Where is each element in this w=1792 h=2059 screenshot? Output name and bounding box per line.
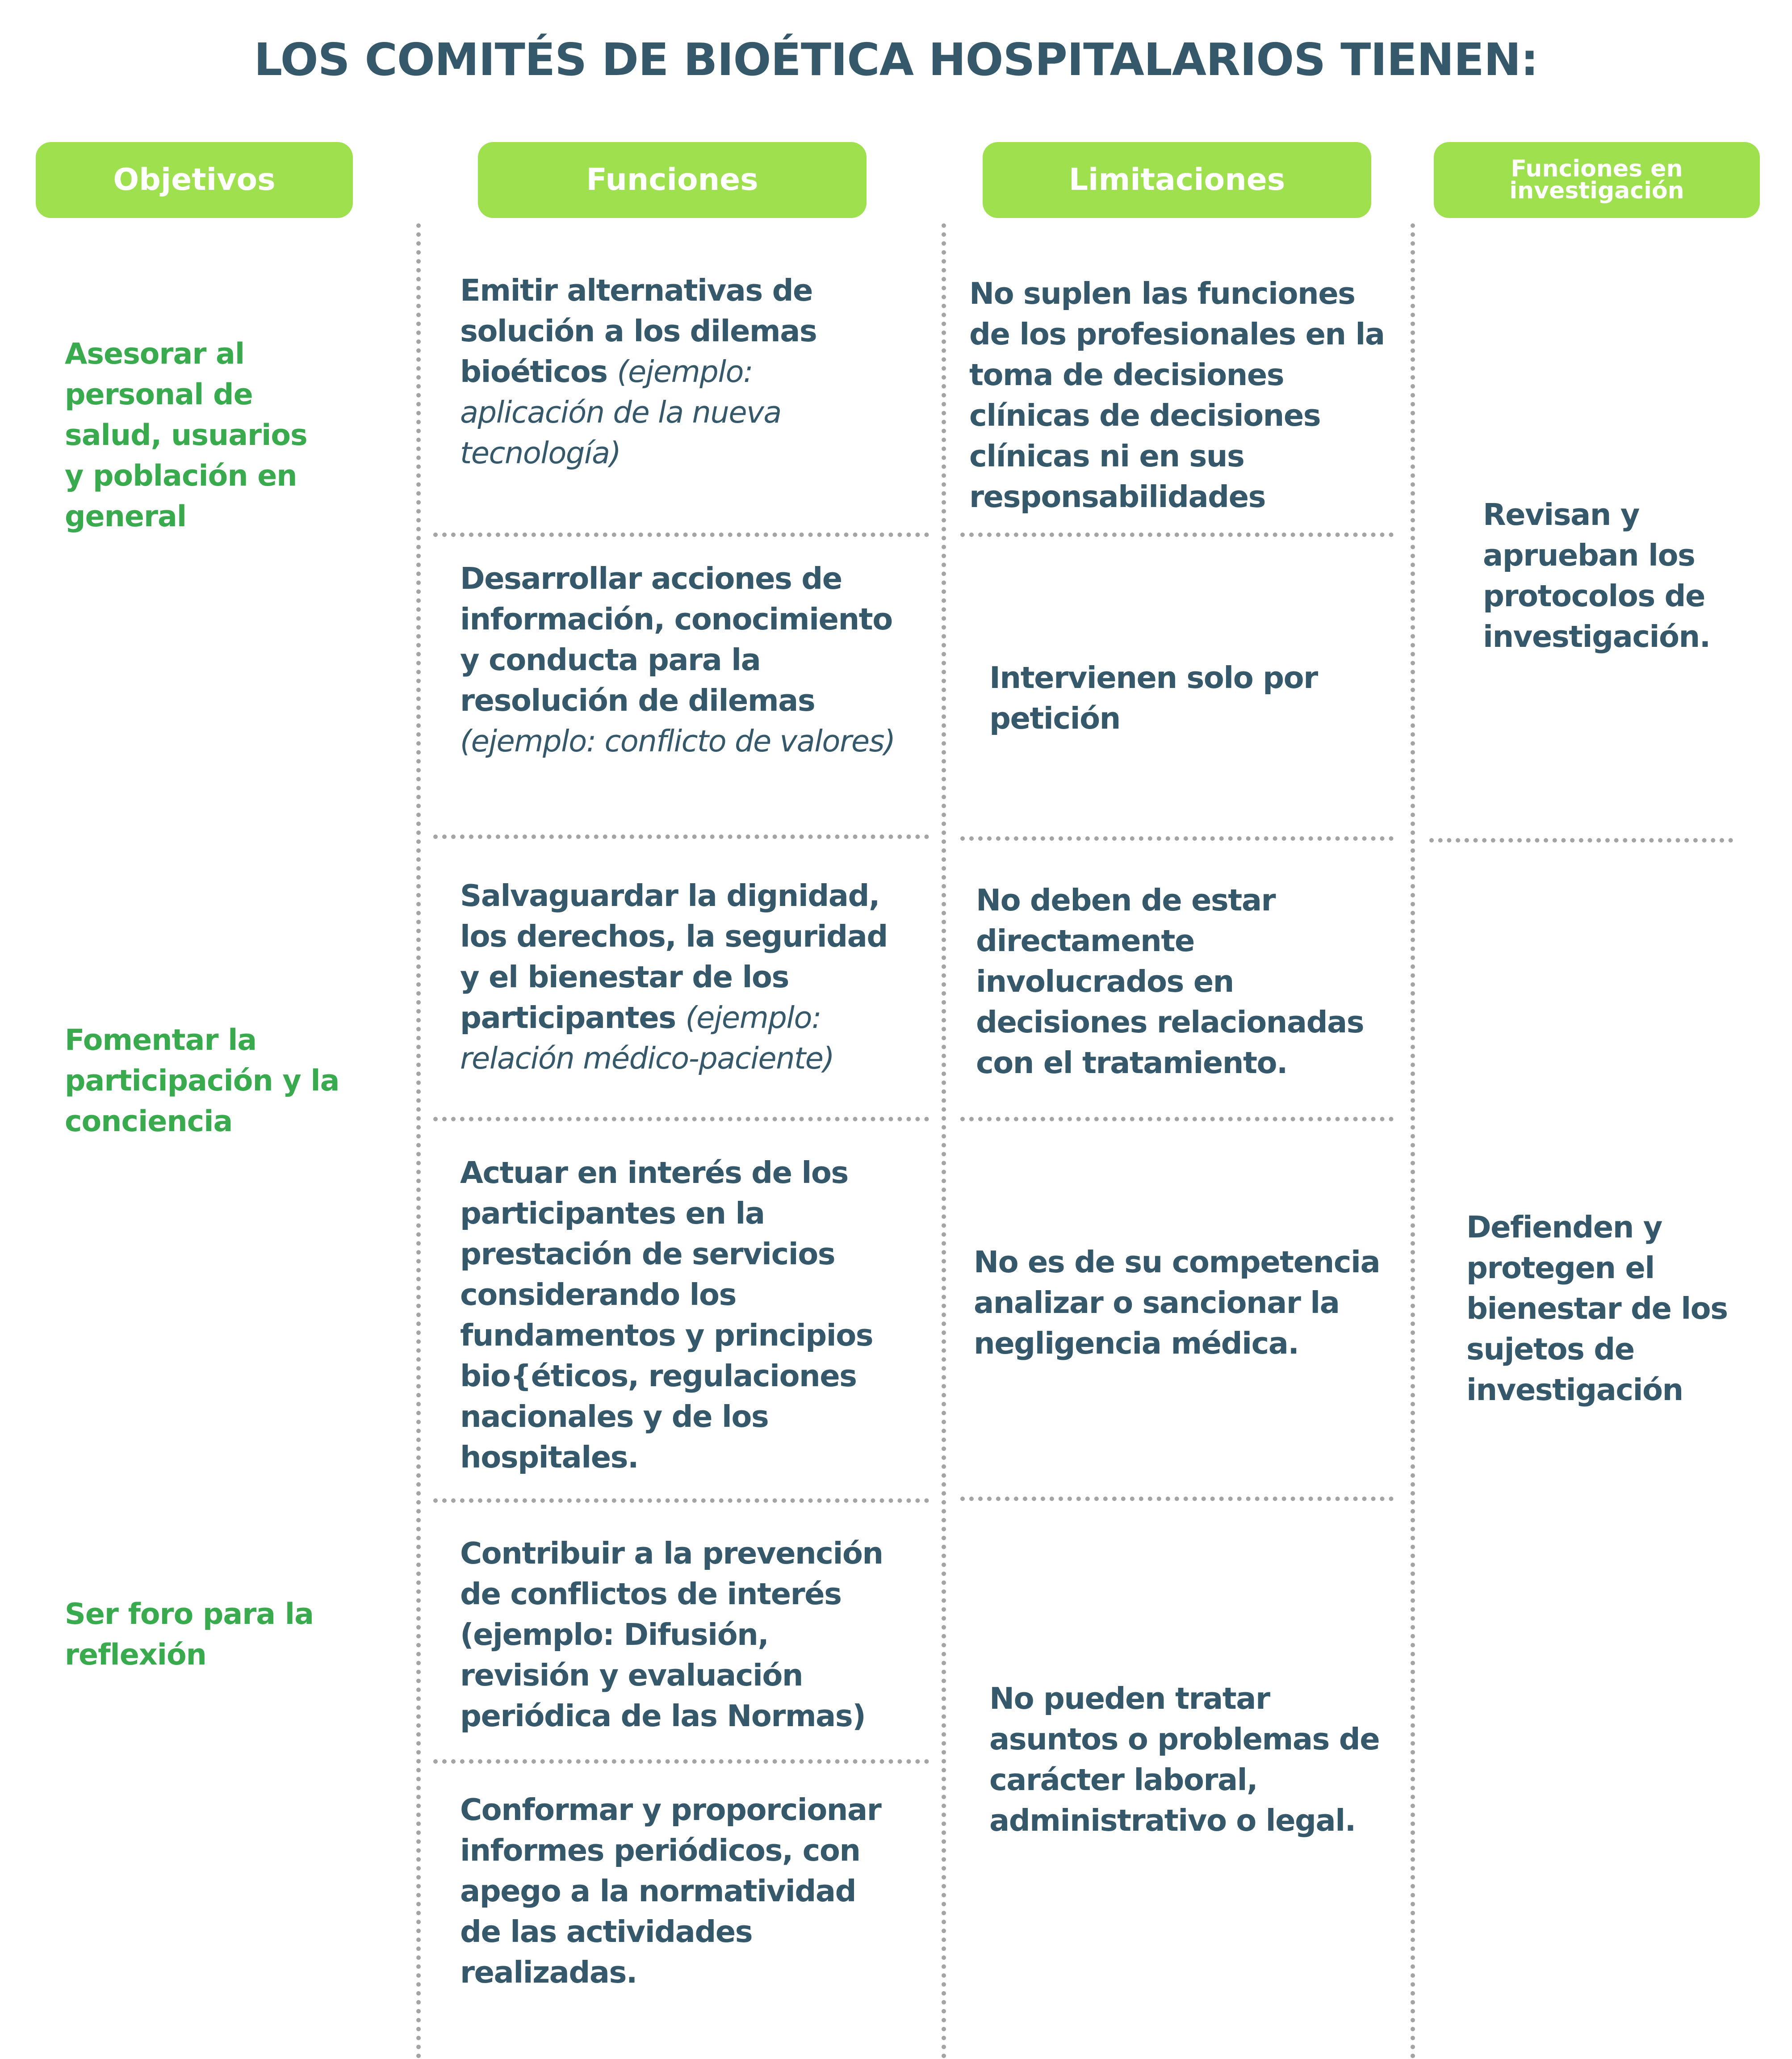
- function-item: Conformar y proporcionar informes periód…: [460, 1792, 882, 1990]
- header-objetivos: Objetivos: [36, 142, 353, 218]
- column-divider: [416, 223, 421, 2059]
- page-title: LOS COMITÉS DE BIOÉTICA HOSPITALARIOS TI…: [254, 34, 1538, 86]
- objective-item: Asesorar al personal de salud, usuarios …: [65, 337, 308, 533]
- limitation-item: No es de su competencia analizar o sanci…: [974, 1245, 1381, 1361]
- research-function-item: Defienden y protegen el bienestar de los…: [1466, 1210, 1728, 1407]
- column-divider: [1411, 223, 1415, 2059]
- objective-item: Ser foro para la reflexión: [65, 1598, 314, 1672]
- header-limitaciones: Limitaciones: [983, 142, 1371, 218]
- function-example: (ejemplo: conflicto de valores): [460, 724, 896, 759]
- header-funciones: Funciones: [478, 142, 867, 218]
- header-funciones-investigacion: Funciones en investigación: [1434, 142, 1760, 218]
- row-divider: [960, 836, 1394, 841]
- function-item: Emitir alternativas de solución a los di…: [460, 273, 817, 470]
- function-item: Actuar en interés de los participantes e…: [460, 1155, 874, 1475]
- function-item: Salvaguardar la dignidad, los derechos, …: [460, 878, 888, 1076]
- row-divider: [433, 533, 929, 537]
- function-example: (ejemplo: relación médico-paciente): [460, 1000, 835, 1076]
- function-example: (ejemplo: aplicación de la nueva tecnolo…: [460, 354, 782, 470]
- row-divider: [960, 533, 1394, 537]
- row-divider: [433, 1759, 929, 1764]
- limitation-item: No deben de estar directamente involucra…: [976, 883, 1365, 1080]
- function-item: Contribuir a la prevención de conflictos…: [460, 1536, 883, 1733]
- row-divider: [433, 1498, 929, 1503]
- row-divider: [433, 835, 929, 839]
- row-divider: [1429, 838, 1733, 843]
- research-function-item: Revisan y aprueban los protocolos de inv…: [1483, 497, 1711, 654]
- limitation-item: No pueden tratar asuntos o problemas de …: [989, 1681, 1380, 1838]
- objective-item: Fomentar la participación y la concienci…: [65, 1023, 340, 1138]
- row-divider: [960, 1497, 1394, 1501]
- limitation-item: Intervienen solo por petición: [989, 660, 1318, 736]
- row-divider: [433, 1117, 929, 1121]
- function-item: Desarrollar acciones de información, con…: [460, 561, 896, 759]
- limitation-item: No suplen las funciones de los profesion…: [969, 276, 1385, 514]
- column-divider: [942, 223, 946, 2059]
- row-divider: [960, 1117, 1394, 1121]
